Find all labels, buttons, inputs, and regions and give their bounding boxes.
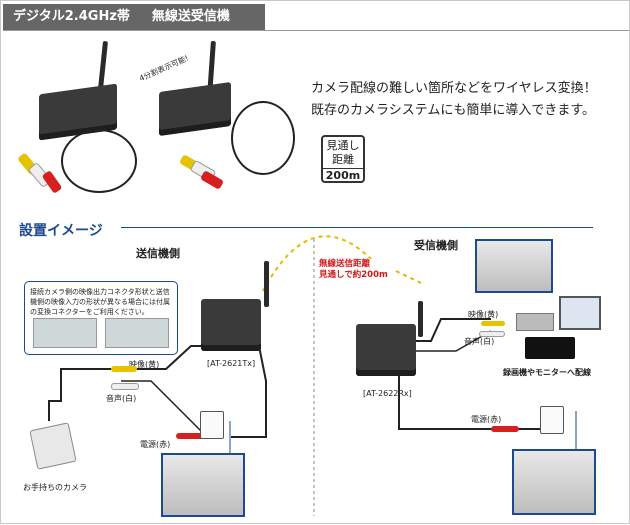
- rx-power-label: 電源(赤): [471, 415, 502, 424]
- receiver-header: 受信機側: [414, 239, 458, 252]
- receiver-device: [356, 324, 416, 376]
- badge-value: 200m: [323, 168, 363, 183]
- description-line-2: 既存のカメラシステムにも簡単に導入できます。: [311, 103, 596, 118]
- tx-outlet-photo: [161, 453, 245, 517]
- tx-power-adapter: [200, 411, 224, 439]
- tx-model-label: [AT-2621Tx]: [207, 359, 256, 368]
- recorder-icon-2: [525, 337, 575, 359]
- product-description: カメラ配線の難しい箇所などをワイヤレス変換！ 既存のカメラシステムにも簡単に導入…: [311, 78, 597, 122]
- tx-power-label: 電源(赤): [140, 440, 171, 449]
- rx-connect-photo: [475, 239, 553, 293]
- rx-model-label: [AT-2622Rx]: [363, 389, 412, 398]
- rx-audio-label: 音声(白): [464, 337, 495, 346]
- adapter-note-text: 接続カメラ側の映像出力コネクタ形状と送信機側の映像入力の形状が異なる場合には付属…: [30, 288, 170, 316]
- title-sub: 無線送受信機: [151, 9, 230, 24]
- rx-rca-white: [479, 331, 505, 337]
- adapter-image-1: [33, 318, 97, 348]
- rx-video-label: 映像(黄): [468, 310, 499, 319]
- tx-video-label: 映像(黄): [129, 360, 160, 369]
- adapter-image-2: [105, 318, 169, 348]
- recorder-icon-1: [516, 313, 554, 331]
- transmitter-header: 送信機側: [136, 247, 180, 260]
- tx-rca-yellow: [111, 366, 137, 372]
- monitor-icon: [559, 296, 601, 330]
- wireless-note-line-1: 無線送信距離: [319, 259, 371, 269]
- tx-antenna: [264, 261, 269, 307]
- camera-icon: [29, 422, 77, 470]
- description-line-1: カメラ配線の難しい箇所などをワイヤレス変換！: [311, 81, 597, 96]
- adapter-note: 接続カメラ側の映像出力コネクタ形状と送信機側の映像入力の形状が異なる場合には付属…: [24, 281, 178, 355]
- cable-loop-left: [61, 129, 137, 193]
- tx-rca-white: [111, 383, 139, 390]
- rx-outlet-photo: [512, 449, 596, 515]
- recorder-label: 録画機やモニターへ配線: [503, 368, 591, 377]
- section-divider: [121, 227, 593, 228]
- title-divider: [3, 30, 629, 31]
- tx-audio-label: 音声(白): [106, 394, 137, 403]
- range-badge: 見通し 距離 200m: [321, 135, 365, 183]
- page-title: デジタル2.4GHz帯 無線送受信機: [3, 4, 265, 30]
- badge-line-1: 見通し: [326, 139, 360, 152]
- rx-rca-red: [491, 426, 519, 432]
- wireless-note-line-2: 見通しで約200m: [319, 270, 388, 280]
- transmitter-device: [201, 299, 261, 351]
- rx-rca-yellow: [481, 321, 505, 326]
- tx-rca-red: [176, 433, 204, 439]
- title-main: デジタル2.4GHz帯: [13, 9, 130, 24]
- badge-line-2: 距離: [332, 153, 354, 166]
- rx-power-adapter: [540, 406, 564, 434]
- section-title: 設置イメージ: [19, 223, 103, 239]
- wireless-note: 無線送信距離 見通しで約200m: [319, 259, 388, 281]
- cable-loop-right: [231, 101, 295, 175]
- camera-label: お手持ちのカメラ: [23, 483, 87, 492]
- rx-antenna: [418, 301, 423, 337]
